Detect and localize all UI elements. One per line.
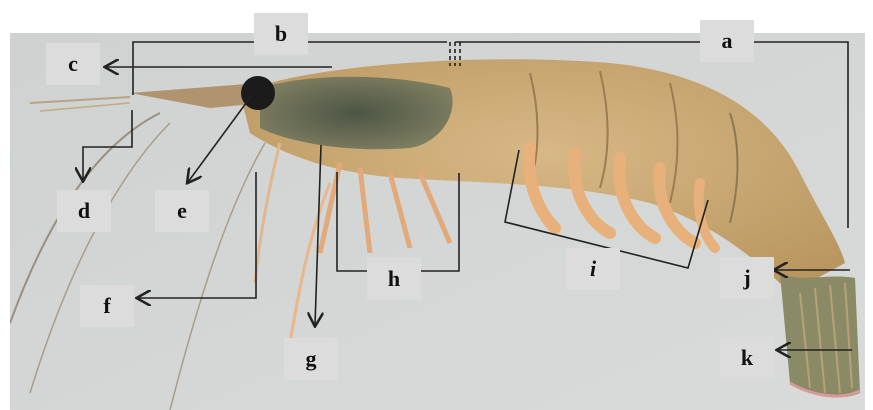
- leader-a: [455, 42, 848, 228]
- label-i: i: [566, 248, 620, 290]
- label-h: h: [367, 258, 421, 300]
- label-a: a: [700, 20, 754, 62]
- leader-d: [83, 110, 132, 180]
- label-b: b: [254, 13, 308, 55]
- label-f: f: [80, 285, 134, 327]
- leader-h: [337, 172, 459, 271]
- label-d: d: [57, 190, 111, 232]
- label-j: j: [720, 257, 774, 299]
- label-k: k: [720, 337, 774, 379]
- label-e: e: [155, 190, 209, 232]
- leader-e: [188, 95, 252, 182]
- label-c: c: [46, 43, 100, 85]
- label-g: g: [284, 338, 338, 380]
- leader-g: [315, 145, 321, 325]
